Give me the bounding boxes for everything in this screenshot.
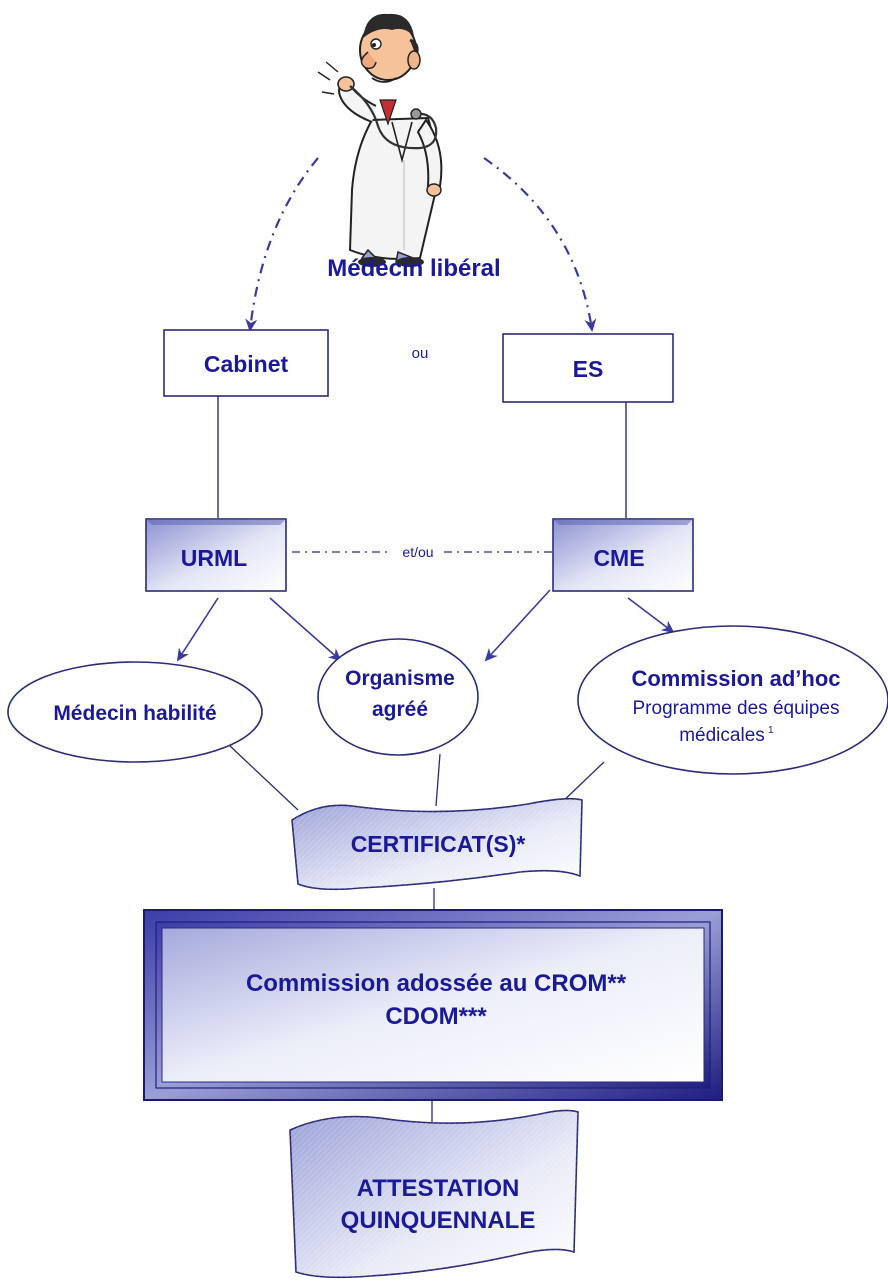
arrow-cme-commission: [627, 597, 675, 634]
commission-adhoc-line3: médicales: [679, 725, 765, 746]
urml-label: URML: [181, 545, 247, 571]
attestation-document: [289, 1109, 579, 1279]
cme-box: [552, 518, 694, 592]
commission-crom-line1: Commission adossée au CROM**: [246, 970, 627, 997]
cabinet-label: Cabinet: [204, 351, 289, 377]
doctor-icon: [317, 13, 443, 267]
commission-adhoc-footnote: 1: [768, 725, 774, 736]
doctor-label: Médecin libéral: [327, 255, 500, 282]
arrow-urml-medecin-habilite: [176, 597, 219, 662]
organisme-label-line2: agréé: [372, 698, 428, 721]
arrow-urml-organisme: [269, 597, 342, 662]
certificate-document: [291, 797, 583, 891]
arrow-doctor-to-cabinet: [245, 157, 319, 332]
organisme-label-line1: Organisme: [345, 667, 455, 690]
commission-adhoc-line2: Programme des équipes: [633, 698, 840, 719]
commission-crom-box: [143, 909, 723, 1101]
certificate-label: CERTIFICAT(S)*: [351, 831, 526, 857]
urml-box: [145, 518, 287, 592]
commission-crom-line2: CDOM***: [385, 1003, 487, 1030]
connector-medecin-certificate: [229, 745, 299, 811]
medecin-habilite-label: Médecin habilité: [53, 702, 216, 725]
medecin-habilite-ellipse: [7, 661, 263, 763]
es-box: [502, 333, 674, 403]
commission-adhoc-ellipse: [577, 625, 888, 775]
or-label: ou: [412, 345, 429, 362]
es-label: ES: [573, 356, 604, 382]
attestation-line1: ATTESTATION: [357, 1175, 520, 1202]
organisme-agree-ellipse: [317, 638, 479, 756]
attestation-line2: QUINQUENNALE: [341, 1207, 536, 1234]
commission-adhoc-title: Commission ad’hoc: [631, 666, 840, 691]
connector-organisme-certificate: [435, 753, 441, 807]
cabinet-box: [163, 329, 329, 397]
arrow-cme-organisme: [484, 589, 551, 662]
cme-label: CME: [593, 545, 644, 571]
arrow-doctor-to-es: [483, 157, 597, 332]
and-or-label: et/ou: [402, 544, 433, 560]
